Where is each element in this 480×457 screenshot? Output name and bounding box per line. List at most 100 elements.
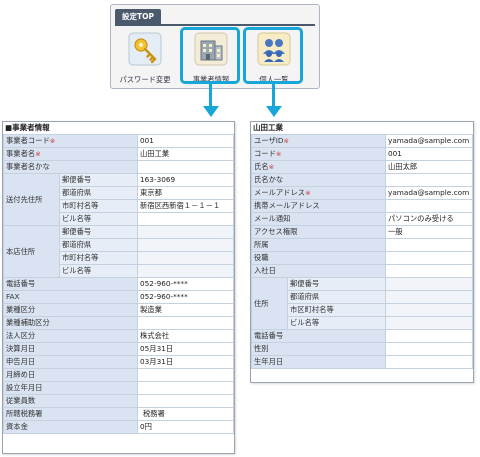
table-row: アクセス権限一般 [251,225,473,239]
table-row: 役職 [251,251,473,265]
table-row: 法人区分株式会社 [2,329,234,343]
table-row: 本店住所郵便番号 [3,225,234,278]
table-cell-label: 従業員数 [2,394,139,408]
key-icon [128,32,162,66]
table-cell-value [385,199,473,213]
table-cell-label: 性別 [251,342,386,356]
settings-top-tab[interactable]: 設定TOP [115,9,161,24]
table-row: 電話番号 [251,329,473,343]
required-mark: ※ [268,163,275,171]
table-cell-value [385,329,473,343]
table-row: 都道府県東京都 [4,186,234,200]
table-cell-label: ビル名等 [58,264,139,278]
business-info-item[interactable]: 事業者情報 [181,28,241,88]
table-row: ビル名等 [4,264,234,278]
table-cell-value: 163-3069 [137,173,234,187]
password-change-label: パスワード変更 [119,75,171,84]
table-row: 市町村名等 [4,251,234,265]
required-mark: ※ [275,150,282,158]
table-cell-label: 所轄税務署 [2,407,139,421]
table-cell-label: 入社日 [251,264,386,278]
table-cell-label: 送付先住所 [3,173,60,226]
person-list-item[interactable]: 個人一覧 [244,28,304,88]
table-cell-value: 税務署 [137,407,234,421]
table-cell-value [137,160,234,174]
table-cell-value [137,381,234,395]
table-row: メール通知パソコンのみ受ける [251,212,473,226]
table-row: 月締め日 [2,368,234,382]
table-cell-label: 事業者名かな [2,160,139,174]
table-row: 業種区分製造業 [2,303,234,317]
table-cell-label: 都道府県 [58,238,139,252]
table-cell-label: 事業者名※ [2,147,139,161]
building-icon [194,32,228,66]
table-row: ビル名等 [4,212,234,226]
table-cell-label: 市区町村名等 [287,303,386,317]
business-info-panel: ■事業者情報 事業者コード※001 事業者名※山田工業 事業者名かな 送付先住所… [2,121,235,454]
table-row: 市町村名等新宿区西新宿１－１－１ [4,199,234,213]
table-row: 設立年月日 [2,381,234,395]
table-cell-value [137,212,234,226]
table-row: コード※ 001 [251,147,473,161]
table-row: 事業者コード※001 [2,134,234,148]
table-cell-label: 電話番号 [251,329,386,343]
password-change-item[interactable]: パスワード変更 [115,28,175,88]
business-info-label: 事業者情報 [192,75,230,84]
table-cell-value: 製造業 [137,303,234,317]
table-cell-value [137,264,234,278]
table-cell-value: 新宿区西新宿１－１－１ [137,199,234,213]
table-cell-label: 月締め日 [2,368,139,382]
table-cell-label: 電話番号 [2,277,139,291]
tab-divider [115,24,315,26]
table-cell-label: アクセス権限 [251,225,386,239]
required-mark: ※ [305,189,311,197]
table-row: 事業者名※山田工業 [2,147,234,161]
field-label: 事業者コード [6,136,50,145]
table-cell-label: 氏名※ [251,160,386,174]
table-cell-value: 一般 [385,225,473,239]
table-row: 氏名かな [251,173,473,187]
table-cell-label: ビル名等 [287,316,386,330]
table-cell-value: 山田太郎 [385,160,473,174]
table-cell-value [385,173,473,187]
table-cell-value [385,251,473,265]
table-cell-value [385,303,473,317]
table-row: 氏名※山田太郎 [251,160,473,174]
required-mark: ※ [283,137,289,145]
field-label: メールアドレス [254,188,306,197]
table-cell-value [385,316,473,330]
table-cell-label: 申告月日 [2,355,139,369]
field-label: コード [254,149,276,158]
table-cell-label: 郵便番号 [287,277,386,291]
business-info-highlight [180,27,240,84]
table-row: 所轄税務署税務署 [2,407,234,421]
field-label: ユーザID [254,136,284,145]
arrow-to-business-info [209,84,212,108]
table-cell-value: 0円 [137,420,234,434]
field-label: 事業者名 [6,149,36,158]
field-label: 氏名 [254,162,269,171]
required-mark: ※ [35,150,41,158]
table-cell-value [385,277,473,291]
person-list-label: 個人一覧 [259,75,289,84]
table-cell-value: yamada@sample.com [385,186,473,200]
required-mark: ※ [49,137,56,145]
table-cell-value: 001 [385,147,473,161]
arrow-to-person-list [272,84,275,108]
table-cell-label: ユーザID※ [251,134,386,148]
table-cell-label: 所属 [251,238,386,252]
table-cell-value [137,251,234,265]
table-row: 従業員数 [2,394,234,408]
person-list-highlight [243,27,303,84]
settings-top-panel: 設定TOP パスワード変更 事業者情報 [110,4,320,89]
table-row: 入社日 [251,264,473,278]
table-cell-value: 052-960-**** [137,290,234,304]
table-cell-value [137,225,234,239]
table-cell-label: ビル名等 [58,212,139,226]
table-row: 市区町村名等 [252,303,473,317]
table-cell-value [137,394,234,408]
